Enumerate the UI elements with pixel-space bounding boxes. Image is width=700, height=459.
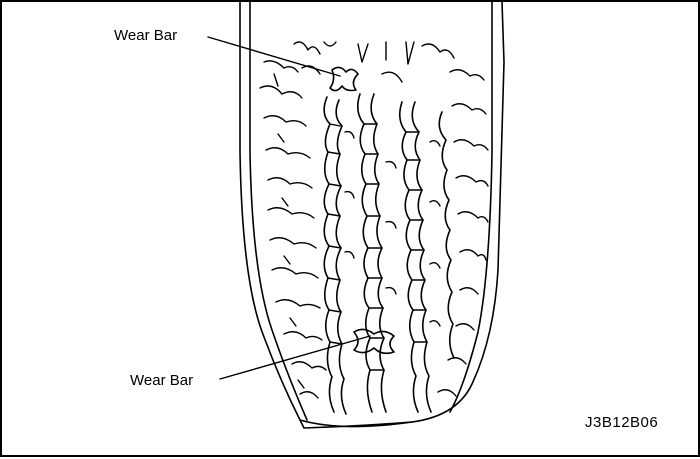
wear-bar-label-bottom: Wear Bar [130,372,194,389]
wear-bar-lower-shape [353,328,395,355]
wear-bar-label-top: Wear Bar [114,27,178,44]
tread-sipes [327,123,441,371]
figure-id: J3B12B06 [585,414,659,431]
tire-outline [239,2,505,429]
lower-leader-line [219,335,371,380]
right-shoulder-blocks [437,69,489,397]
wear-bar-upper-shape [329,66,359,92]
left-shoulder-blocks [259,60,327,399]
upper-tread-pattern [293,41,455,83]
tread-grooves [323,93,455,415]
upper-leader-line [207,36,341,77]
